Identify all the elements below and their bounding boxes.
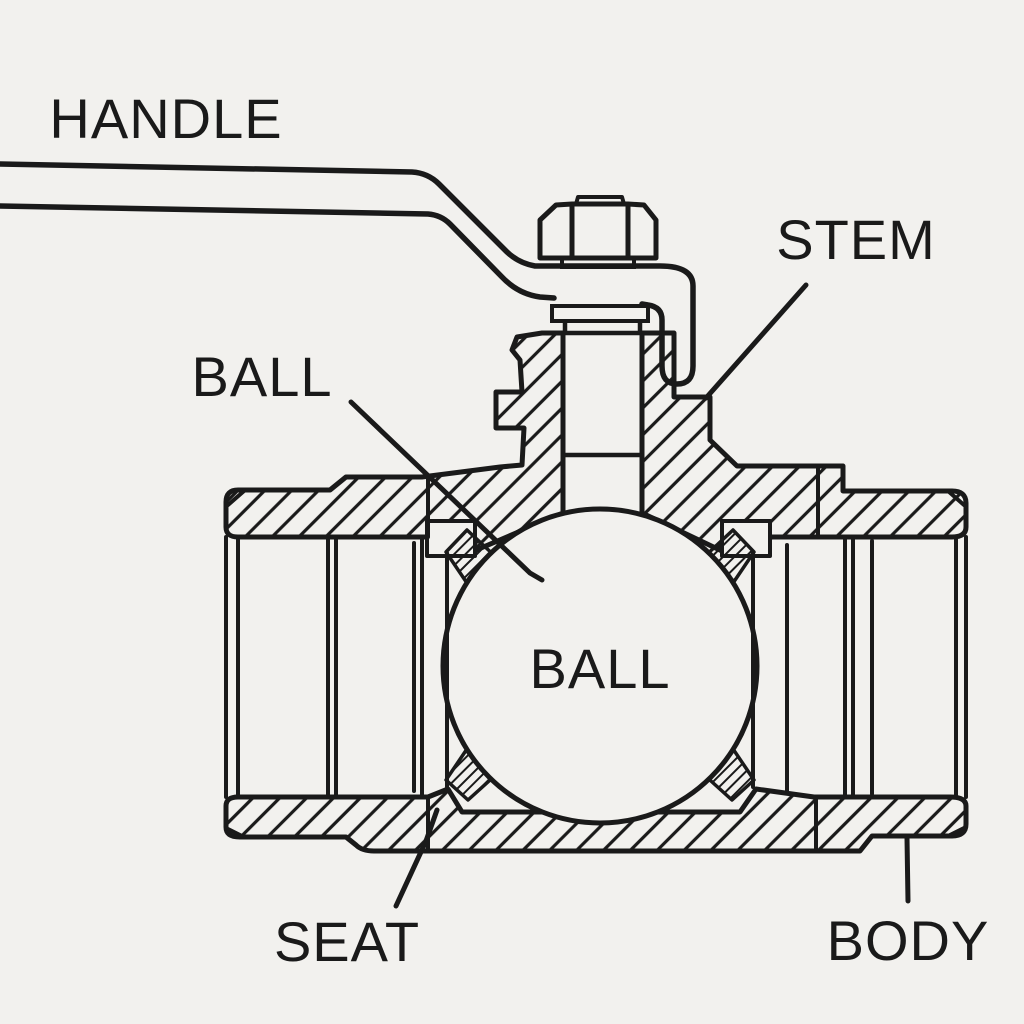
ball-circle bbox=[440, 506, 760, 826]
joint-seam-lines bbox=[426, 464, 820, 852]
ball-callout-label: BALL bbox=[192, 345, 333, 408]
stem-nut-top-face bbox=[574, 195, 626, 205]
seat-label: SEAT bbox=[274, 910, 420, 973]
stem-label: STEM bbox=[776, 208, 936, 271]
seats bbox=[444, 528, 756, 802]
cap-corner-chamfers bbox=[226, 489, 966, 838]
stem-nut bbox=[537, 195, 659, 261]
stem-assembly bbox=[550, 254, 650, 458]
body-label: BODY bbox=[827, 909, 990, 972]
handle-lower-edge bbox=[0, 203, 557, 301]
body-upper-right-section bbox=[639, 330, 969, 555]
body-leader-line bbox=[904, 835, 911, 904]
port-and-seam-lines bbox=[224, 464, 968, 852]
stem-nut-facets bbox=[569, 204, 631, 258]
stem-lines bbox=[560, 313, 645, 458]
right-port-lines bbox=[751, 535, 968, 799]
callout-labels: HANDLE STEM BALL BALL SEAT BODY bbox=[49, 87, 990, 973]
stem-washer bbox=[550, 304, 650, 323]
ball-leader-line bbox=[348, 399, 545, 583]
stem-nut-body bbox=[537, 201, 659, 261]
handle-upper-edge bbox=[0, 161, 696, 387]
ball-center-label: BALL bbox=[530, 637, 671, 700]
callout-leader-lines bbox=[348, 282, 911, 909]
left-port-lines bbox=[224, 535, 449, 799]
stem-leader-line bbox=[703, 282, 809, 401]
seat-leader-line bbox=[393, 807, 440, 909]
handle-label: HANDLE bbox=[49, 87, 282, 150]
handle-bar bbox=[0, 161, 696, 387]
